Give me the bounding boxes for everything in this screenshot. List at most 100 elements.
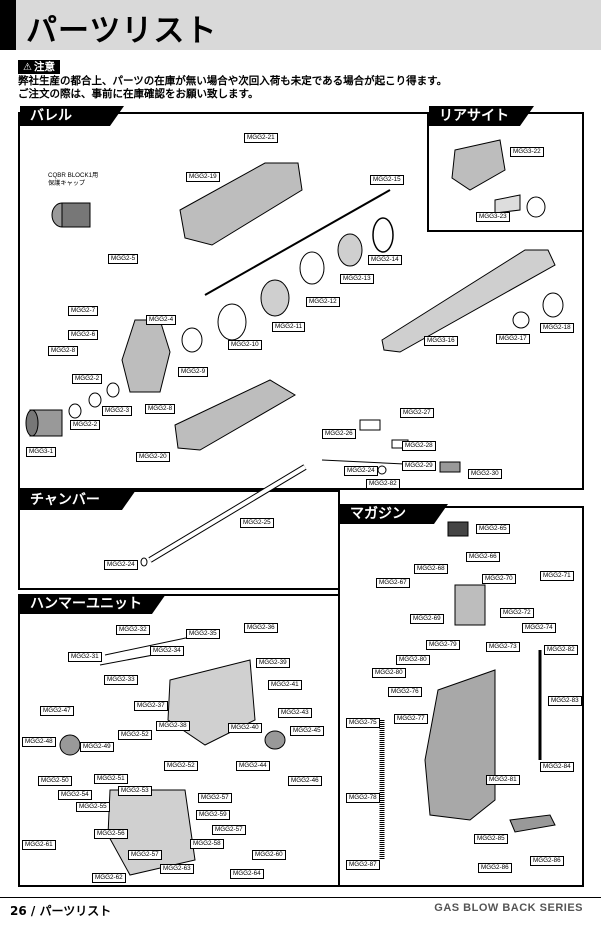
part-label: MGG2-80 bbox=[372, 668, 406, 678]
part-label: MGG2-46 bbox=[288, 776, 322, 786]
part-label: MGG2-10 bbox=[228, 340, 262, 350]
outer-barrel-part bbox=[381, 249, 556, 353]
handguard-part bbox=[179, 162, 303, 246]
rear-sight-part bbox=[451, 139, 506, 191]
part-label: MGG2-71 bbox=[540, 571, 574, 581]
cqbr-note: CQBR BLOCK1用 保護キャップ bbox=[48, 172, 99, 187]
part-label: MGG2-62 bbox=[92, 873, 126, 883]
part-label: MGG2-41 bbox=[268, 680, 302, 690]
series-name: GAS BLOW BACK SERIES bbox=[434, 902, 583, 914]
part-label: MGG2-60 bbox=[252, 850, 286, 860]
part-label: MGG2-39 bbox=[256, 658, 290, 668]
page-number: 26 / パーツリスト bbox=[10, 904, 112, 918]
part-label: MGG2-76 bbox=[388, 687, 422, 697]
part-label: MGG2-85 bbox=[474, 834, 508, 844]
part-label: MGG2-30 bbox=[468, 469, 502, 479]
part-label: MGG2-20 bbox=[136, 452, 170, 462]
part-label: MGG2-81 bbox=[486, 775, 520, 785]
part-label: MGG2-58 bbox=[190, 839, 224, 849]
part-label: MGG2-68 bbox=[414, 564, 448, 574]
part-label: MGG2-24 bbox=[344, 466, 378, 476]
part-label: MGG2-70 bbox=[482, 574, 516, 584]
part-label: MGG2-12 bbox=[306, 297, 340, 307]
part-label: MGG2-14 bbox=[368, 255, 402, 265]
part-label: MGG2-47 bbox=[40, 706, 74, 716]
part-label: MGG2-31 bbox=[68, 652, 102, 662]
part-label: MGG2-4 bbox=[146, 315, 177, 325]
part-label: MGG2-43 bbox=[278, 708, 312, 718]
part-label: MGG2-28 bbox=[402, 441, 436, 451]
part-label: MGG2-8 bbox=[145, 404, 176, 414]
part-label: MGG2-27 bbox=[400, 408, 434, 418]
part-label: MGG2-57 bbox=[198, 793, 232, 803]
notice-line-2: ご注文の際は、事前に在庫確認をお願い致します。 bbox=[18, 88, 259, 100]
notice-line-1: 弊社生産の都合上、パーツの在庫が無い場合や次回入荷も未定である場合が起こり得ます… bbox=[18, 75, 448, 87]
part-label: MGG2-8 bbox=[48, 346, 79, 356]
part-label: MGG2-24 bbox=[104, 560, 138, 570]
part-label: MGG2-36 bbox=[244, 623, 278, 633]
warning-icon: ⚠ bbox=[23, 61, 32, 73]
part-label: MGG2-53 bbox=[118, 786, 152, 796]
part-label: MGG2-5 bbox=[108, 254, 139, 264]
part-label: MGG2-6 bbox=[68, 330, 99, 340]
part-label: MGG2-78 bbox=[346, 793, 380, 803]
part-label: MGG2-74 bbox=[522, 623, 556, 633]
ring-part-6 bbox=[181, 327, 203, 353]
part-label: MGG2-79 bbox=[426, 640, 460, 650]
part-label: MGG2-55 bbox=[76, 802, 110, 812]
chamber-heading: チャンバー bbox=[20, 490, 136, 510]
part-label: MGG3-1 bbox=[26, 447, 57, 457]
part-label: MGG2-57 bbox=[212, 825, 246, 835]
title-accent bbox=[0, 0, 16, 50]
part-label: MGG2-2 bbox=[72, 374, 103, 384]
hammer-unit-heading: ハンマーユニット bbox=[20, 594, 166, 614]
part-label: MGG2-72 bbox=[500, 608, 534, 618]
part-label: MGG2-50 bbox=[38, 776, 72, 786]
barrel-heading: バレル bbox=[20, 106, 124, 126]
part-label: MGG2-75 bbox=[346, 718, 380, 728]
part-label: MGG2-52 bbox=[164, 761, 198, 771]
part-label: MGG2-13 bbox=[340, 274, 374, 284]
part-label: MGG2-18 bbox=[540, 323, 574, 333]
part-label: MGG2-54 bbox=[58, 790, 92, 800]
part-label: MGG2-56 bbox=[94, 829, 128, 839]
part-label: MGG3-16 bbox=[424, 336, 458, 346]
part-label: MGG2-19 bbox=[186, 172, 220, 182]
part-label: MGG2-77 bbox=[394, 714, 428, 724]
part-label: MGG3-23 bbox=[476, 212, 510, 222]
cqbr-cap-body bbox=[61, 202, 91, 228]
part-label: MGG2-7 bbox=[68, 306, 99, 316]
ring-part-2 bbox=[337, 233, 363, 267]
part-label: MGG2-82 bbox=[366, 479, 400, 489]
part-label: MGG2-80 bbox=[396, 655, 430, 665]
part-label: MGG2-66 bbox=[466, 552, 500, 562]
part-label: MGG2-25 bbox=[240, 518, 274, 528]
part-label: MGG2-29 bbox=[402, 461, 436, 471]
part-label: MGG2-87 bbox=[346, 860, 380, 870]
part-label: MGG2-69 bbox=[410, 614, 444, 624]
part-label: MGG2-84 bbox=[540, 762, 574, 772]
gas-tube-part bbox=[204, 189, 391, 296]
part-label: MGG2-73 bbox=[486, 642, 520, 652]
front-sight-part bbox=[121, 319, 171, 393]
part-label: MGG2-2 bbox=[70, 420, 101, 430]
part-label: MGG2-40 bbox=[228, 723, 262, 733]
ring-part-5 bbox=[217, 303, 247, 341]
magazine-body-part bbox=[424, 669, 496, 821]
part-label: MGG2-45 bbox=[290, 726, 324, 736]
part-label: MGG2-32 bbox=[116, 625, 150, 635]
ring-part-3 bbox=[299, 251, 325, 285]
part-label: MGG2-49 bbox=[80, 742, 114, 752]
part-label: MGG2-33 bbox=[104, 675, 138, 685]
part-label: MGG2-3 bbox=[102, 406, 133, 416]
part-label: MGG2-15 bbox=[370, 175, 404, 185]
part-label: MGG2-51 bbox=[94, 774, 128, 784]
part-label: MGG3-22 bbox=[510, 147, 544, 157]
magazine-heading: マガジン bbox=[340, 504, 448, 524]
part-label: MGG2-37 bbox=[134, 701, 168, 711]
ring-part-4 bbox=[260, 279, 290, 317]
part-label: MGG2-83 bbox=[548, 696, 582, 706]
part-label: MGG2-26 bbox=[322, 429, 356, 439]
part-label: MGG2-65 bbox=[476, 524, 510, 534]
